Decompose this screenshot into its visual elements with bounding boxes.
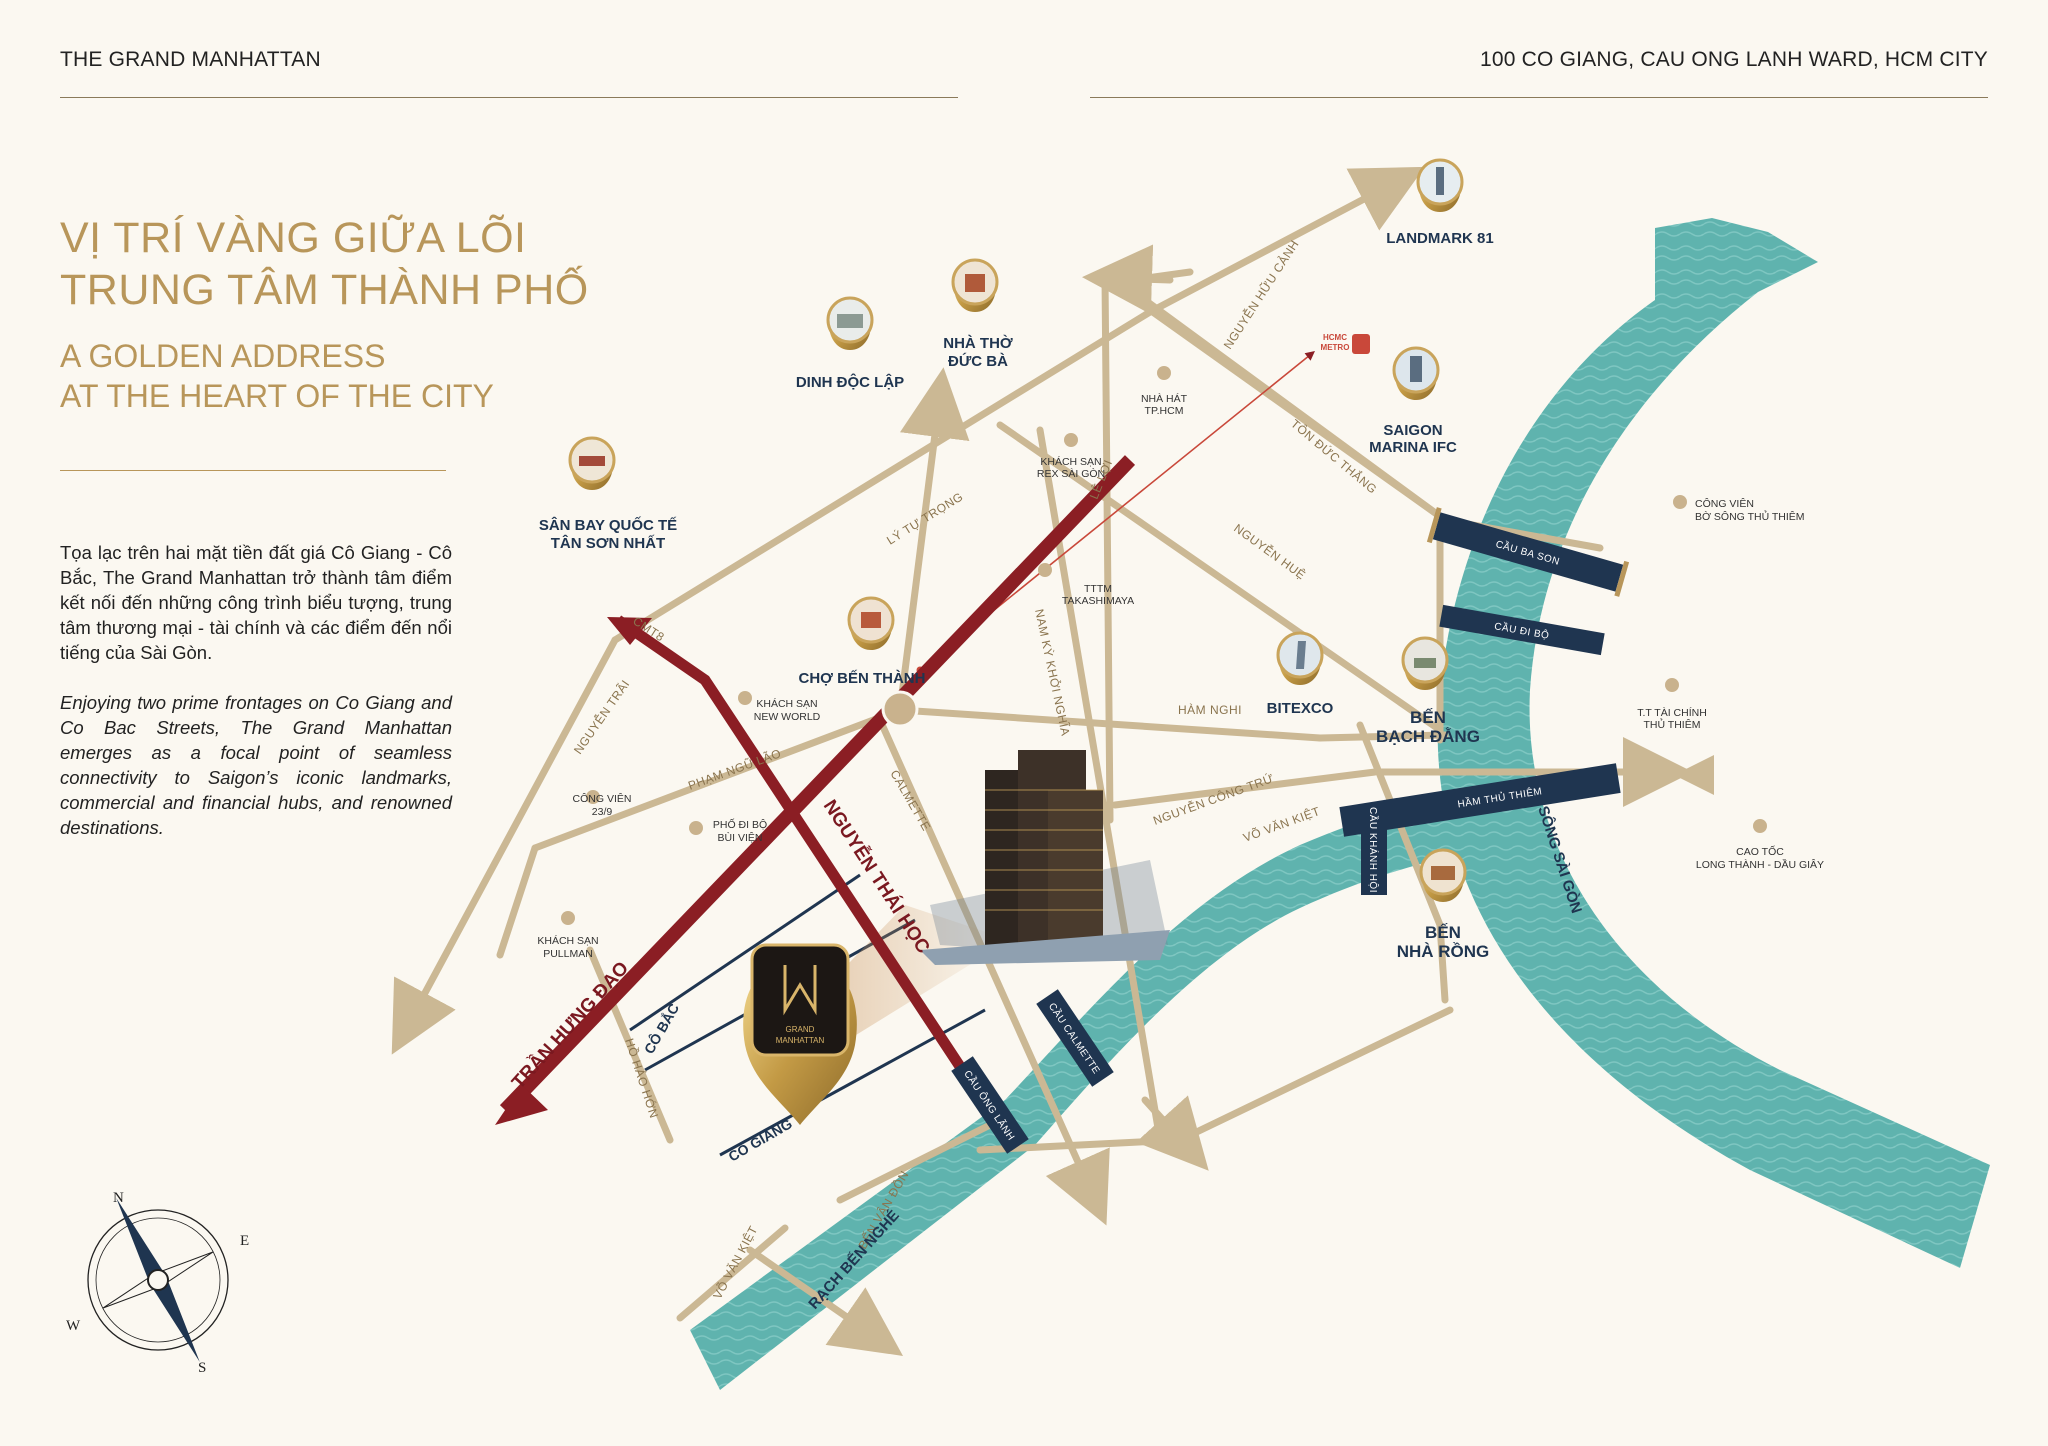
description-vietnamese: Tọa lạc trên hai mặt tiền đất giá Cô Gia… [60, 542, 452, 663]
label-rex-1: KHÁCH SẠN [1040, 455, 1101, 468]
street-nguyen-trai: NGUYỄN TRÃI [570, 677, 632, 757]
label-tran-hung-dao: TRẦN HƯNG ĐẠO [507, 957, 633, 1093]
label-pullman-2: PULLMAN [543, 948, 593, 960]
badge-line2: MANHATTAN [776, 1036, 825, 1045]
street-ton-duc-thang: TÔN ĐỨC THẮNG [1288, 416, 1380, 497]
bridge-di-bo: CẦU ĐI BỘ [1439, 604, 1605, 656]
pin-landmark81 [1416, 158, 1464, 212]
label-airport-1: SÂN BAY QUỐC TẾ [539, 516, 677, 534]
label-newworld-1: KHÁCH SẠN [756, 697, 817, 710]
label-metro-2: METRO [1321, 343, 1350, 352]
tran-hung-dao-road [499, 455, 1136, 1115]
nguyen-thai-hoc-road [614, 615, 995, 1116]
bridge-khanh-hoi: CẦU KHÁNH HỘI [1361, 805, 1387, 895]
label-thuthiem-fin-2: THỦ THIÊM [1644, 718, 1701, 731]
label-co-giang: CÔ GIANG [725, 1114, 795, 1164]
label-saigon-marina-1: SAIGON [1383, 422, 1442, 439]
description-english: Enjoying two prime frontages on Co Giang… [60, 692, 452, 838]
label-park239-1: CÔNG VIÊN [573, 792, 632, 805]
label-expressway-1: CAO TỐC [1736, 844, 1784, 858]
tunnel-thu-thiem: HẦM THỦ THIÊM [1339, 763, 1621, 837]
pin-independence-palace [826, 296, 874, 350]
street-vo-van-kiet-1: VÕ VĂN KIỆT [1241, 803, 1322, 845]
title-en-line2: AT THE HEART OF THE CITY [60, 378, 494, 414]
label-bach-dang-1: BẾN [1410, 708, 1446, 727]
pin-saigon-marina [1392, 346, 1440, 400]
compass-n: N [113, 1190, 124, 1206]
pin-bitexco [1276, 631, 1324, 685]
label-ben-thanh: CHỢ BẾN THÀNH [799, 670, 926, 687]
label-pullman-1: KHÁCH SẠN [537, 934, 598, 947]
title-vn-line2: TRUNG TÂM THÀNH PHỐ [60, 266, 589, 314]
label-airport-2: TÂN SƠN NHẤT [551, 534, 665, 552]
label-notre-dame-2: ĐỨC BÀ [948, 352, 1008, 370]
project-location-pin: GRAND MANHATTAN [743, 943, 857, 1125]
title-vn-line1: VỊ TRÍ VÀNG GIỮA LÕI [60, 214, 527, 262]
title-vietnamese: VỊ TRÍ VÀNG GIỮA LÕI TRUNG TÂM THÀNH PHỐ [60, 212, 589, 316]
label-takashimaya-1: TTTM [1084, 583, 1112, 595]
label-independence-palace: DINH ĐỘC LẬP [796, 373, 904, 391]
metro-icon [1352, 334, 1370, 354]
label-nha-rong-1: BẾN [1425, 923, 1461, 942]
label-metro-1: HCMC [1323, 333, 1347, 342]
label-thuthiem-park-2: BỜ SÔNG THỦ THIÊM [1695, 510, 1805, 523]
label-landmark81: LANDMARK 81 [1386, 230, 1494, 247]
compass-rose: N E S W [66, 1190, 249, 1376]
pin-notre-dame [951, 258, 999, 312]
badge-line1: GRAND [786, 1025, 815, 1034]
bridge-khanh-hoi-label: CẦU KHÁNH HỘI [1367, 807, 1380, 893]
pin-ben-thanh [847, 596, 895, 650]
small-poi-markers [561, 366, 1767, 925]
saigon-river [1437, 218, 1990, 1268]
compass-e: E [240, 1233, 249, 1249]
pin-airport [568, 436, 616, 490]
label-buivien-2: BÙI VIỆN [718, 831, 763, 844]
bridge-ba-son: CẦU BA SON [1426, 507, 1630, 597]
label-nha-rong-2: NHÀ RỒNG [1397, 942, 1490, 961]
label-saigon-marina-2: MARINA IFC [1369, 439, 1457, 456]
label-thuthiem-park-1: CÔNG VIÊN [1695, 497, 1754, 510]
street-ham-nghi: HÀM NGHI [1178, 702, 1242, 717]
title-separator [60, 470, 446, 471]
tran-hung-dao-arrow [495, 1085, 548, 1125]
street-calmette: CALMETTE [887, 768, 933, 834]
ben-nghe-canal [690, 790, 1480, 1390]
label-opera-1: NHÀ HÁT [1141, 392, 1188, 405]
street-nguyen-hue: NGUYỄN HUỆ [1231, 520, 1309, 582]
label-park239-2: 23/9 [592, 806, 613, 818]
project-building-render [920, 750, 1170, 965]
label-bitexco: BITEXCO [1267, 700, 1334, 717]
header-rule-left [60, 97, 958, 98]
pin-nha-rong [1419, 848, 1467, 902]
label-newworld-2: NEW WORLD [754, 711, 821, 723]
ben-thanh-roundabout [881, 690, 919, 728]
label-rex-2: REX SÀI GÒN [1037, 467, 1105, 480]
compass-w: W [66, 1318, 81, 1334]
co-bac-upper [629, 873, 861, 1032]
header-address: 100 CO GIANG, CAU ONG LANH WARD, HCM CIT… [1480, 48, 1988, 71]
label-expressway-2: LONG THÀNH - DẦU GIÂY [1696, 858, 1824, 871]
label-buivien-1: PHỐ ĐI BỘ [713, 817, 767, 831]
label-thuthiem-fin-1: T.T TÀI CHÍNH [1637, 706, 1707, 719]
compass-s: S [198, 1360, 206, 1376]
pin-bach-dang [1401, 636, 1449, 690]
title-english: A GOLDEN ADDRESS AT THE HEART OF THE CIT… [60, 336, 494, 416]
label-bach-dang-2: BẠCH ĐẰNG [1376, 727, 1480, 746]
header-rule-right [1090, 97, 1988, 98]
header-project-name: THE GRAND MANHATTAN [60, 48, 321, 71]
title-en-line1: A GOLDEN ADDRESS [60, 338, 386, 374]
label-notre-dame-1: NHÀ THỜ [943, 334, 1013, 352]
label-takashimaya-2: TAKASHIMAYA [1062, 595, 1134, 607]
nguyen-thai-hoc-arrow [607, 617, 652, 645]
label-opera-2: TP.HCM [1145, 405, 1184, 417]
